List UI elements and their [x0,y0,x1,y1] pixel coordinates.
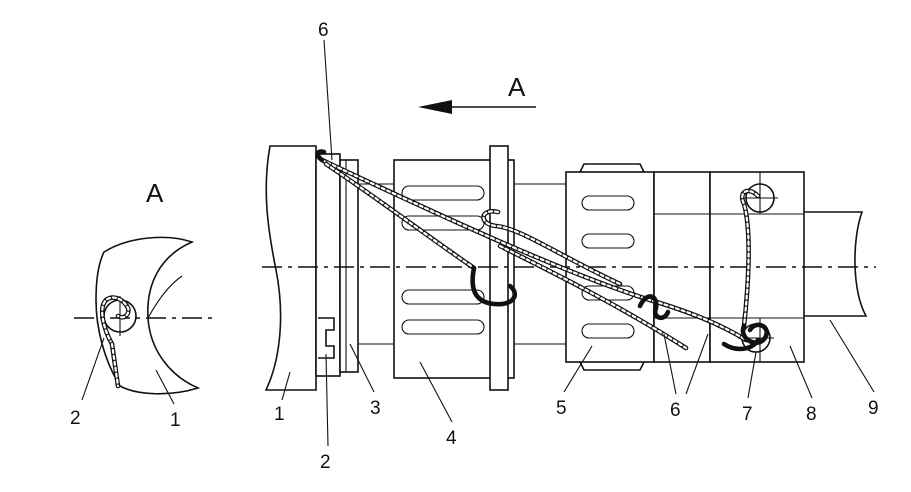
leader-4 [419,361,453,423]
label-5: 5 [556,398,567,419]
leader-9 [829,319,875,393]
leader-5 [563,345,593,393]
view-a-label-1: 1 [170,410,181,431]
view-a-leader-2 [81,337,105,401]
view-a-title: A [146,178,164,208]
leader-lines [281,39,875,447]
label-3: 3 [370,398,381,419]
leader-8 [789,345,813,399]
label-6-top: 6 [318,20,329,41]
leader-3 [349,343,375,393]
arrow-label: A [508,72,526,102]
leader-2 [325,353,329,447]
plate-part-2 [315,153,341,377]
view-direction-arrow: A [418,72,536,114]
label-2: 2 [320,452,331,473]
lock-wire-part-6 [315,149,769,352]
label-6: 6 [670,400,681,421]
leader-6-top [323,39,333,161]
leader-6b [685,333,709,395]
label-1: 1 [274,404,285,425]
view-a-inner-line [147,275,183,319]
view-a-label-2: 2 [70,408,81,429]
leader-7 [747,351,757,399]
view-a-detail: A 2 1 [70,178,218,431]
leader-6a [663,333,677,395]
label-4: 4 [446,428,457,449]
leader-1 [281,371,291,401]
label-9: 9 [868,398,879,419]
label-7: 7 [742,404,753,425]
label-8: 8 [806,404,817,425]
key-slot [318,317,335,359]
body-part-1 [264,145,317,391]
flange [489,145,509,391]
slotted-block-part-4 [393,145,515,391]
plate-part-3 [339,159,359,373]
main-view: A [262,20,879,473]
view-a-leader-1 [155,369,175,405]
arrowhead [418,100,452,114]
shaft-part-9 [786,211,868,317]
view-a-crescent-part [95,236,201,395]
